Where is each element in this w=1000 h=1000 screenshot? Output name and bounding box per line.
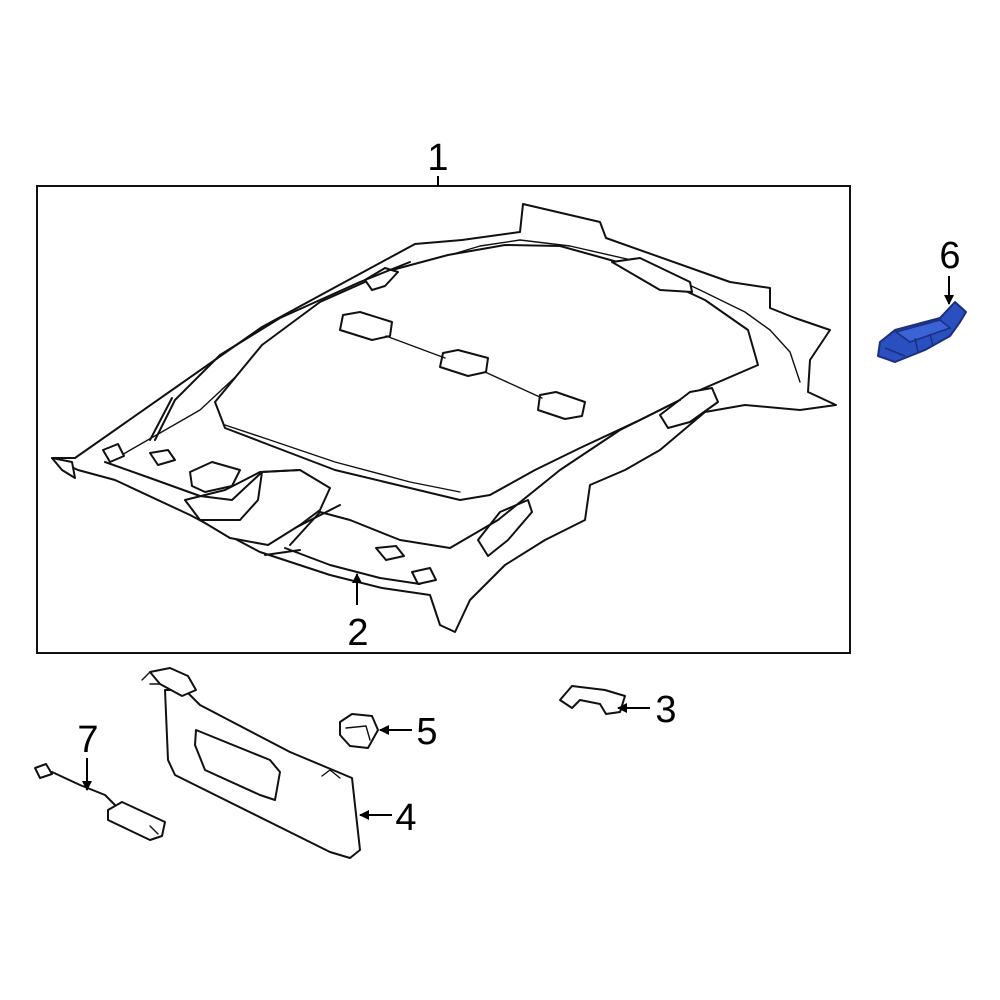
callout-2: 2 bbox=[347, 612, 368, 654]
foam-pad-3 bbox=[537, 391, 586, 420]
callout-7: 7 bbox=[77, 719, 98, 761]
wiring-harness-part[interactable] bbox=[104, 261, 681, 585]
foam-pad-1 bbox=[339, 311, 393, 341]
callout-6: 6 bbox=[939, 235, 960, 277]
callout-3: 3 bbox=[655, 689, 676, 731]
callout-1: 1 bbox=[427, 137, 448, 179]
callout-5: 5 bbox=[416, 711, 437, 753]
grab-handle-part[interactable] bbox=[559, 685, 626, 715]
sensor-cable-part[interactable] bbox=[34, 763, 166, 841]
headliner-part[interactable] bbox=[51, 203, 837, 633]
highlighted-clip-part[interactable] bbox=[877, 301, 967, 363]
headliner-group-frame bbox=[36, 185, 851, 654]
sun-visor-part[interactable] bbox=[141, 667, 361, 859]
callout-4: 4 bbox=[395, 797, 416, 839]
visor-clip-part[interactable] bbox=[339, 713, 379, 749]
